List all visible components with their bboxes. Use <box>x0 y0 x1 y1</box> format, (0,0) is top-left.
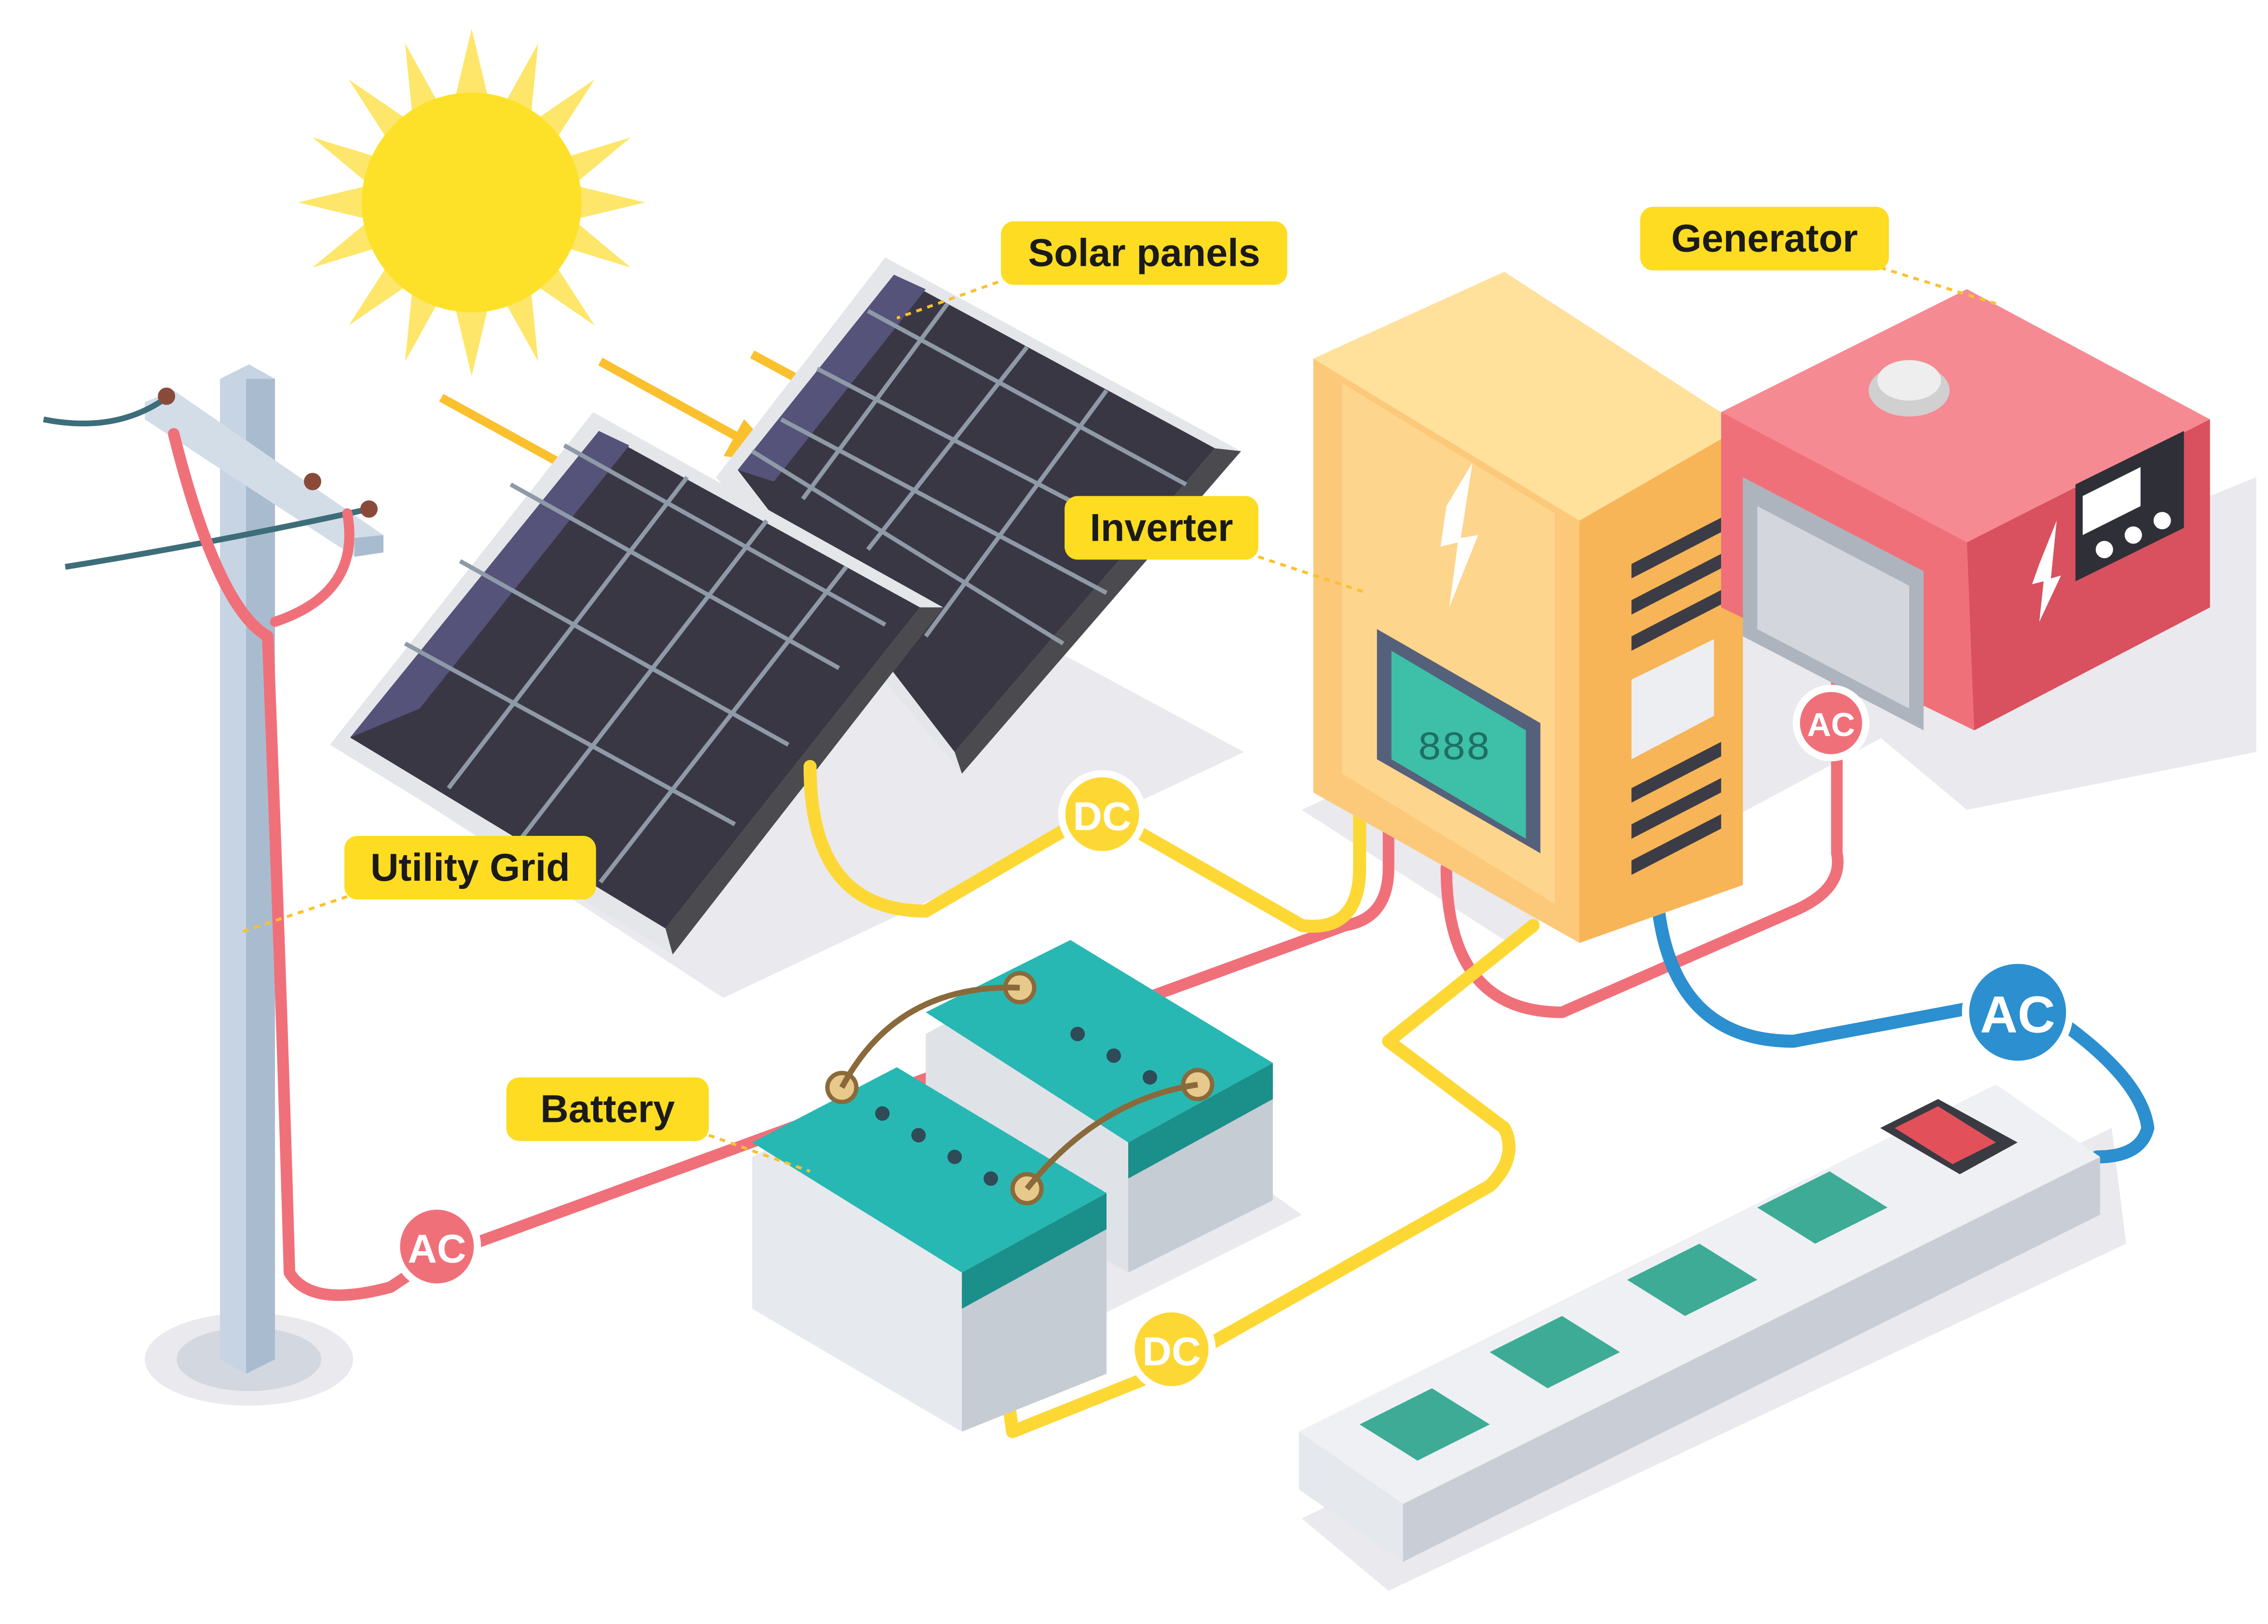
label-battery-text: Battery <box>540 1088 675 1131</box>
dc-badge-solar: DC <box>1058 770 1147 859</box>
label-utility-grid-text: Utility Grid <box>370 846 570 889</box>
solar-panel-back-icon <box>716 257 1241 774</box>
ac-badge-output-text: AC <box>1980 985 2055 1044</box>
battery-front-icon <box>752 984 1198 1432</box>
outlet-4 <box>1757 1171 1888 1244</box>
label-inverter: Inverter <box>1065 496 1258 560</box>
output-ac-wire <box>1649 875 2155 1164</box>
outlet-2 <box>1489 1316 1620 1389</box>
label-battery: Battery <box>506 1077 709 1141</box>
ac-badge-grid-text: AC <box>408 1226 466 1271</box>
label-inverter-text: Inverter <box>1090 506 1233 549</box>
inverter-icon: 888 <box>1313 272 1743 943</box>
dc-badge-solar-text: DC <box>1073 793 1131 839</box>
label-utility-grid: Utility Grid <box>344 835 596 900</box>
ac-badge-generator: AC <box>1792 684 1870 762</box>
ac-badge-output: AC <box>1962 956 2074 1068</box>
label-solar-panels-text: Solar panels <box>1028 232 1260 275</box>
label-generator-text: Generator <box>1671 217 1858 260</box>
outlet-1 <box>1359 1388 1490 1461</box>
label-solar-panels: Solar panels <box>1001 221 1287 285</box>
generator-icon <box>1721 289 2210 731</box>
battery-dc-wire <box>977 919 1540 1438</box>
outlet-3 <box>1627 1243 1758 1316</box>
label-generator: Generator <box>1640 206 1889 271</box>
generator-ac-wire <box>1440 573 1844 1018</box>
utility-pole-icon <box>43 364 383 1392</box>
grid-ac-wire <box>168 428 1394 1301</box>
power-strip-icon <box>1298 1084 2100 1562</box>
label-leader-lines <box>238 266 1996 1173</box>
ac-badge-generator-text: AC <box>1807 706 1855 743</box>
solar-dc-wire <box>803 760 1366 933</box>
dc-badge-battery-text: DC <box>1142 1328 1201 1374</box>
ac-badge-grid: AC <box>393 1202 481 1291</box>
sun-icon <box>298 28 645 376</box>
dc-badge-battery: DC <box>1127 1305 1216 1393</box>
inverter-display-text: 888 <box>1418 726 1490 772</box>
